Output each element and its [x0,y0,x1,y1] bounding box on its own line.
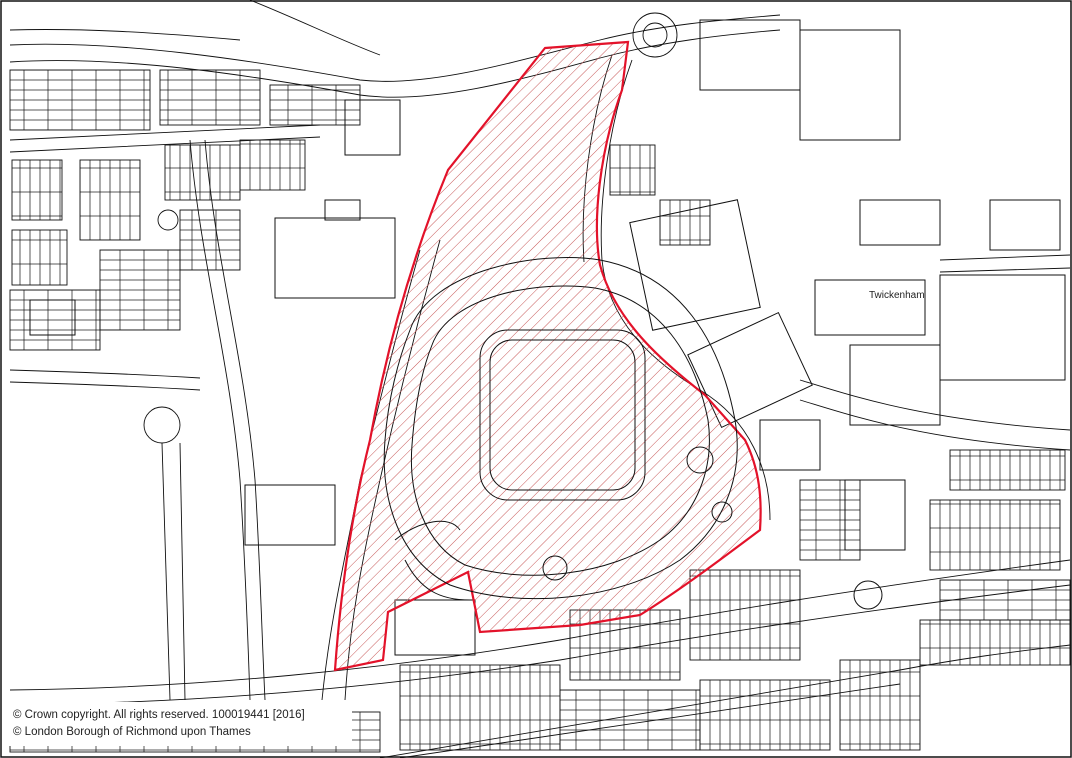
copyright-line-borough: © London Borough of Richmond upon Thames [13,726,251,738]
copyright-notice: © Crown copyright. All rights reserved. … [7,702,352,746]
copyright-line-crown: © Crown copyright. All rights reserved. … [13,709,305,721]
site-boundary-area [333,40,762,672]
place-label-twickenham: Twickenham [869,290,925,301]
